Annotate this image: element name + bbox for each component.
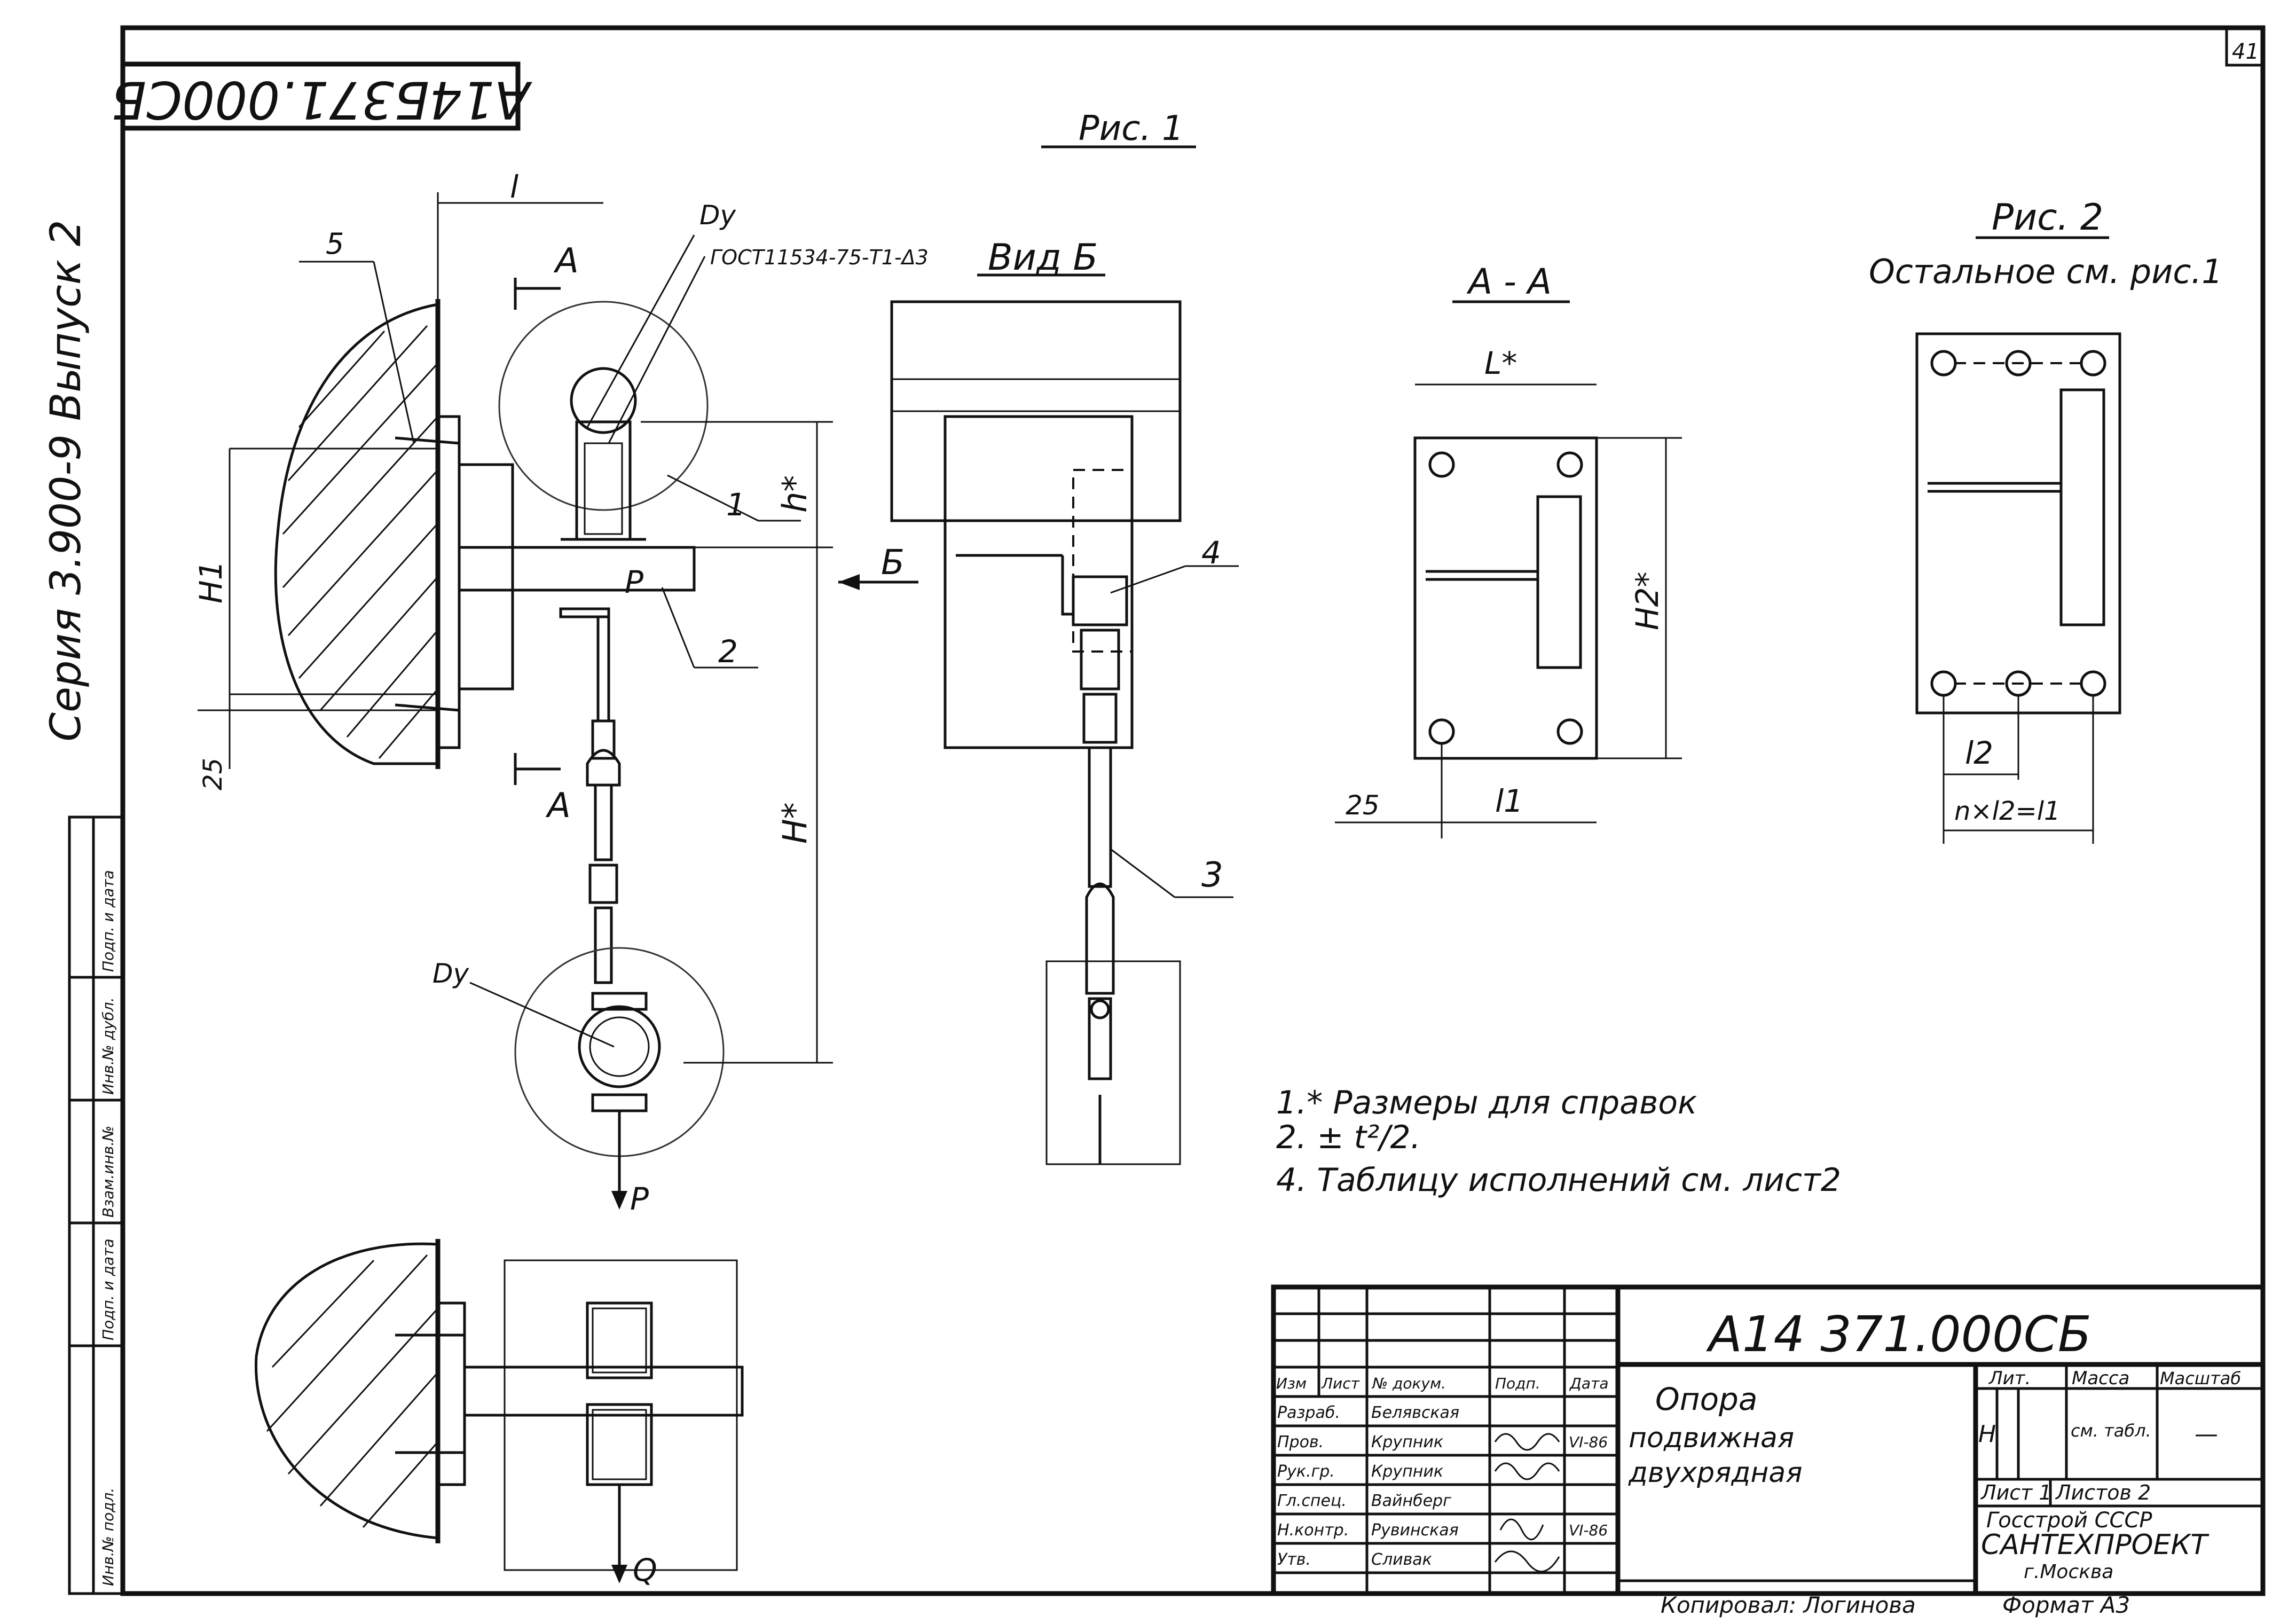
figure-2: Рис. 2 Остальное см. рис.1 l2 n×l2=l1 bbox=[1869, 197, 2223, 844]
sheet-label: Лист 1 bbox=[1980, 1481, 2052, 1504]
row-0-name: Белявская bbox=[1371, 1403, 1459, 1422]
name-line-0: Опора bbox=[1655, 1381, 1757, 1417]
row-1-date: VI-86 bbox=[1569, 1433, 1608, 1451]
anchor-plate bbox=[436, 415, 461, 749]
dim-gost: ГОСТ11534-75-Т1-Δ3 bbox=[710, 246, 929, 269]
col-header-izm: Изм bbox=[1276, 1375, 1307, 1392]
section-aa: А - А L* H2* 25 l1 bbox=[1335, 261, 1682, 838]
name-line-2: двухрядная bbox=[1628, 1457, 1803, 1489]
dim-dy-bottom: Dу bbox=[433, 958, 470, 989]
dim-H-star-label: H* bbox=[775, 802, 814, 844]
bracket-arm bbox=[458, 546, 696, 592]
dim-25-section: 25 bbox=[1346, 790, 1380, 821]
side-column-2: Взам.инв.№ bbox=[99, 1126, 117, 1218]
row-5-role: Утв. bbox=[1277, 1550, 1311, 1569]
name-line-1: подвижная bbox=[1629, 1422, 1794, 1454]
section-aa-title: А - А bbox=[1466, 261, 1552, 302]
dim-h-star-label: h* bbox=[775, 475, 814, 513]
row-4-name: Рувинская bbox=[1371, 1521, 1459, 1540]
view-b: Вид Б 4 3 bbox=[890, 237, 1239, 1165]
title-block: Изм Лист № докум. Подп. Дата Разраб. Бел… bbox=[1271, 1284, 2266, 1596]
side-column-3: Инв.№ дубл. bbox=[99, 997, 117, 1095]
section-mark-top: А bbox=[553, 241, 579, 281]
view-b-plate bbox=[943, 415, 1134, 749]
load-q: Q bbox=[633, 1552, 657, 1588]
dim-l1: l1 bbox=[1495, 783, 1523, 819]
callout-4: 4 bbox=[1201, 535, 1221, 571]
dim-nxl: n×l2=l1 bbox=[1954, 796, 2061, 826]
col-header-date: Дата bbox=[1569, 1375, 1609, 1392]
row-1-role: Пров. bbox=[1277, 1433, 1324, 1452]
note-3: 4. Таблицу исполнений см. лист2 bbox=[1276, 1162, 1841, 1199]
wall-section bbox=[274, 299, 441, 769]
view-b-title: Вид Б bbox=[988, 237, 1098, 279]
org-line-2: г.Москва bbox=[2024, 1561, 2113, 1583]
section-aa-plate bbox=[1413, 436, 1598, 760]
col-header-list: Лист bbox=[1321, 1375, 1360, 1392]
page-number: 41 bbox=[2232, 40, 2259, 64]
col-header-sign: Подп. bbox=[1495, 1375, 1540, 1392]
side-column-0: Инв.№ подл. bbox=[99, 1488, 117, 1586]
page-number-box bbox=[2225, 26, 2264, 67]
section-mark-bottom: А bbox=[545, 786, 571, 826]
row-3-name: Вайнберг bbox=[1371, 1492, 1451, 1510]
callout-3: 3 bbox=[1201, 856, 1223, 895]
signature-marks bbox=[1494, 1433, 1560, 1573]
arrow-b-label: Б bbox=[881, 543, 905, 583]
row-2-role: Рук.гр. bbox=[1277, 1462, 1335, 1481]
scale-header: Масштаб bbox=[2160, 1368, 2241, 1388]
dim-H2-star: H2* bbox=[1629, 571, 1665, 630]
side-column-1: Подп. и дата bbox=[99, 1238, 117, 1340]
dim-L-star: L* bbox=[1484, 345, 1517, 381]
row-3-role: Гл.спец. bbox=[1277, 1492, 1347, 1510]
callout-1: 1 bbox=[726, 487, 746, 523]
notes: 1.* Размеры для справок 2. ± t²/2. 4. Та… bbox=[1276, 1084, 1841, 1199]
row-5-name: Сливак bbox=[1371, 1550, 1432, 1569]
side-column-4: Подп. и дата bbox=[99, 870, 117, 972]
sheets-label: Листов 2 bbox=[2055, 1481, 2151, 1504]
note-2: 2. ± t²/2. bbox=[1276, 1119, 1421, 1156]
copied-by: Копировал: Логинова bbox=[1661, 1592, 1916, 1618]
col-header-doc: № докум. bbox=[1371, 1375, 1446, 1392]
mass-value: см. табл. bbox=[2071, 1421, 2151, 1441]
row-4-date: VI-86 bbox=[1569, 1521, 1608, 1539]
dim-25-left: 25 bbox=[198, 758, 228, 790]
series-label: Серия 3.900-9 Выпуск 2 bbox=[42, 220, 90, 742]
side-stamp: Инв.№ подл. Подп. и дата Взам.инв.№ Инв.… bbox=[68, 815, 124, 1595]
figure-2-subtitle: Остальное см. рис.1 bbox=[1869, 252, 2223, 291]
figure-1-title: Рис. 1 bbox=[1079, 109, 1184, 148]
designation: А14 371.000СБ bbox=[1706, 1306, 2091, 1363]
row-1-name: Крупник bbox=[1371, 1433, 1443, 1452]
org-line-1: САНТЕХПРОЕКТ bbox=[1981, 1529, 2209, 1561]
row-4-role: Н.контр. bbox=[1277, 1521, 1349, 1540]
row-2-name: Крупник bbox=[1371, 1462, 1443, 1481]
load-p-bottom: P bbox=[630, 1181, 649, 1217]
callout-2: 2 bbox=[718, 633, 738, 670]
dim-dy-top: Dу bbox=[699, 200, 737, 231]
org-line-0: Госстрой СССР bbox=[1986, 1508, 2152, 1533]
rotated-code: A14Б371.000СБ bbox=[111, 70, 533, 130]
scale-value: — bbox=[2195, 1421, 2218, 1448]
load-p-top: P bbox=[625, 564, 643, 600]
pipe-top bbox=[570, 367, 637, 434]
lit-value: Н bbox=[1978, 1421, 1996, 1448]
bracket-web bbox=[458, 463, 514, 691]
callout-5: 5 bbox=[326, 227, 344, 261]
figure-1: Рис. 1 bbox=[193, 109, 1196, 1217]
format-label: Формат А3 bbox=[2002, 1592, 2130, 1618]
note-1: 1.* Размеры для справок bbox=[1276, 1084, 1697, 1121]
plan-view: Q bbox=[254, 1239, 744, 1588]
dim-H1-label: H1 bbox=[193, 560, 229, 603]
dim-l-label: l bbox=[510, 169, 518, 205]
row-0-role: Разраб. bbox=[1277, 1403, 1340, 1422]
chain-link bbox=[591, 719, 616, 760]
pipe-insulation-top bbox=[498, 301, 709, 511]
mass-header: Масса bbox=[2072, 1368, 2129, 1389]
pipe-bottom bbox=[578, 1005, 661, 1088]
dim-l2: l2 bbox=[1965, 735, 1993, 771]
figure-2-title: Рис. 2 bbox=[1992, 197, 2103, 239]
rotated-code-box bbox=[120, 61, 521, 131]
lit-header: Лит. bbox=[1988, 1368, 2031, 1389]
